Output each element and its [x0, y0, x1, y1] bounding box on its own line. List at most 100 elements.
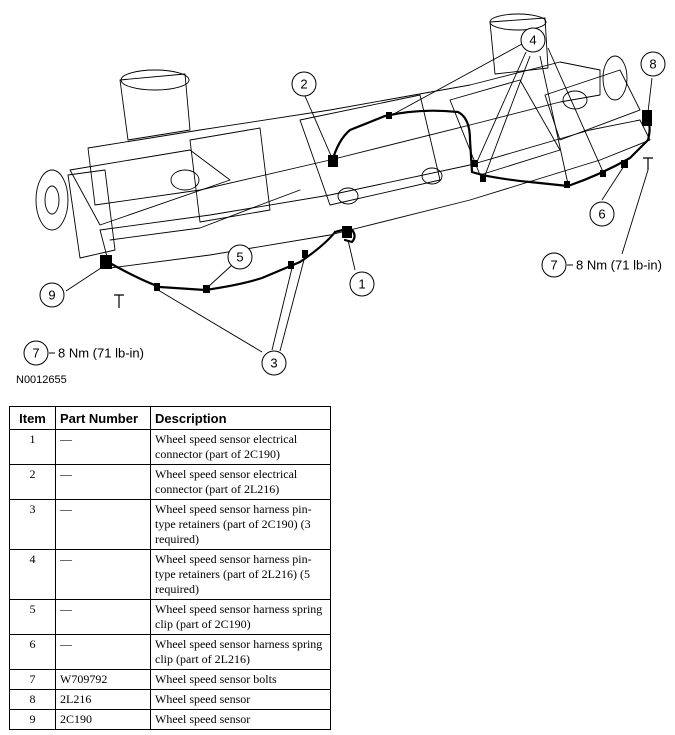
rear-strut-top — [489, 13, 547, 31]
torque-label-front: 8 Nm (71 lb-in) — [58, 346, 144, 361]
header-description: Description — [150, 406, 331, 430]
retainer-3c — [302, 250, 308, 258]
item-cell: 3 — [9, 499, 56, 550]
leader-4d — [539, 55, 569, 185]
crossmember-rear — [449, 79, 561, 176]
svg-text:1: 1 — [358, 277, 365, 292]
rear-hub-outer — [602, 55, 628, 101]
rear-mount — [562, 90, 588, 110]
callout-2: 2 — [291, 71, 317, 97]
leader-8 — [647, 77, 653, 113]
header-item: Item — [9, 406, 56, 430]
part-number-cell: — — [55, 549, 151, 600]
part-number-cell: 2C190 — [55, 709, 151, 730]
callouts: 1 2 3 4 5 6 7 8 9 7 — [23, 27, 666, 376]
table-row: 3—Wheel speed sensor harness pin-type re… — [9, 499, 331, 550]
callout-6: 6 — [589, 201, 615, 227]
retainer-4d — [564, 181, 570, 188]
crossmember-front — [189, 127, 271, 223]
description-cell: Wheel speed sensor — [150, 709, 331, 730]
item-cell: 9 — [9, 709, 56, 730]
leader-6 — [601, 165, 625, 201]
clip-6 — [621, 160, 628, 168]
front-strut-top — [120, 69, 190, 91]
item-cell: 4 — [9, 549, 56, 600]
connector-2 — [328, 155, 338, 167]
harness-2l216 — [330, 109, 651, 188]
description-cell: Wheel speed sensor — [150, 689, 331, 710]
svg-text:6: 6 — [598, 207, 605, 222]
bolt-rear — [643, 157, 653, 170]
sway-bar — [109, 189, 301, 241]
description-cell: Wheel speed sensor electrical connector … — [150, 464, 331, 500]
retainer-4e — [600, 170, 606, 177]
svg-text:9: 9 — [48, 288, 55, 303]
sensor-8 — [642, 110, 652, 126]
leader-3c — [279, 255, 306, 352]
part-number-cell: — — [55, 464, 151, 500]
callout-9: 9 — [39, 282, 65, 308]
leader-4b — [475, 51, 527, 165]
front-hub-inner — [44, 185, 60, 215]
item-cell: 5 — [9, 599, 56, 635]
description-cell: Wheel speed sensor harness pin-type reta… — [150, 549, 331, 600]
item-cell: 2 — [9, 464, 56, 500]
retainer-4c — [480, 175, 486, 182]
item-cell: 1 — [9, 429, 56, 465]
description-cell: Wheel speed sensor harness pin-type reta… — [150, 499, 331, 550]
description-cell: Wheel speed sensor harness spring clip (… — [150, 599, 331, 635]
table-row: 4—Wheel speed sensor harness pin-type re… — [9, 549, 331, 600]
center-bushing-right — [421, 167, 443, 185]
callout-3: 3 — [261, 350, 287, 376]
retainer-3a — [154, 283, 160, 291]
rear-strut-body — [489, 17, 549, 75]
parts-table: Item Part Number Description 1—Wheel spe… — [9, 406, 331, 730]
item-cell: 7 — [9, 669, 56, 690]
front-hub-outer — [35, 169, 69, 231]
table-row: 5—Wheel speed sensor harness spring clip… — [9, 599, 331, 635]
front-knuckle — [67, 169, 116, 259]
table-row: 1—Wheel speed sensor electrical connecto… — [9, 429, 331, 465]
leader-1 — [347, 239, 356, 271]
part-number-cell: — — [55, 499, 151, 550]
leader-5 — [207, 264, 233, 288]
part-number-cell: — — [55, 599, 151, 635]
header-part-number: Part Number — [55, 406, 151, 430]
clip-5 — [203, 285, 210, 293]
svg-text:7: 7 — [550, 258, 557, 273]
retainer-3b — [288, 261, 294, 269]
description-cell: Wheel speed sensor bolts — [150, 669, 331, 690]
table-row: 2—Wheel speed sensor electrical connecto… — [9, 464, 331, 500]
part-number-cell: — — [55, 634, 151, 670]
leader-4a — [389, 43, 523, 117]
part-number-cell: — — [55, 429, 151, 465]
leader-4c — [483, 55, 531, 179]
callout-1: 1 — [349, 271, 375, 297]
callout-8: 8 — [640, 51, 666, 77]
front-mount — [170, 169, 200, 191]
retainer-4a — [386, 112, 392, 119]
callout-7-front: 7 — [23, 340, 49, 366]
svg-text:5: 5 — [236, 250, 243, 265]
chassis-illustration: 1 2 3 4 5 6 7 8 9 7 8 Nm (71 lb-in) 8 Nm… — [23, 13, 666, 376]
bolt-front — [114, 294, 124, 308]
leader-7-rear — [621, 169, 649, 255]
crossmember-mid — [299, 94, 441, 206]
item-cell: 6 — [9, 634, 56, 670]
center-bushing-left — [337, 187, 359, 205]
sensor-9 — [100, 255, 112, 269]
harness-2c190 — [106, 226, 356, 292]
callout-7-rear: 7 — [541, 252, 567, 278]
callout-4: 4 — [520, 27, 546, 53]
frame-rail-rear — [99, 119, 651, 269]
leader-4e — [547, 47, 605, 175]
part-number-cell: W709792 — [55, 669, 151, 690]
leader-9 — [65, 265, 105, 292]
part-number-cell: 2L216 — [55, 689, 151, 710]
connector-1 — [342, 226, 352, 238]
front-strut-body — [119, 73, 191, 141]
svg-text:3: 3 — [270, 356, 277, 371]
